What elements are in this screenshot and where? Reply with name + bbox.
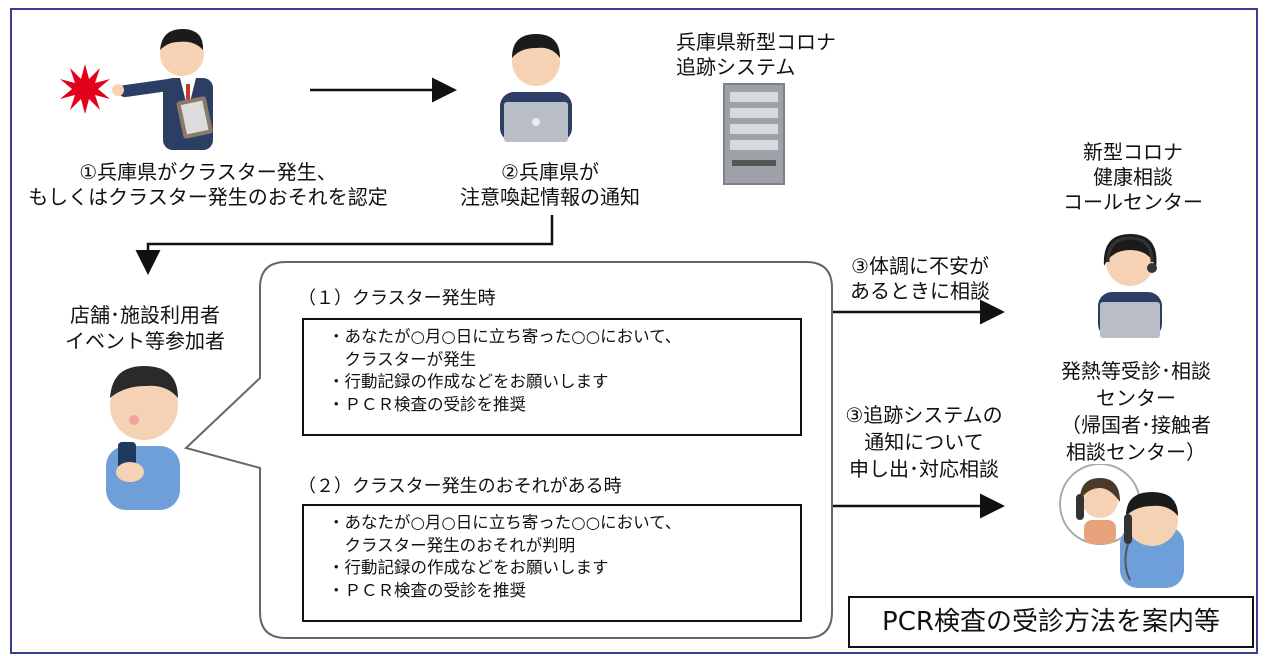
step1-label: ①兵庫県がクラスター発生、 もしくはクラスター発生のおそれを認定 (28, 160, 388, 209)
case2-line: ・ＰＣＲ検査の受診を推奨 (328, 580, 526, 600)
arrow-step2-to-users (135, 215, 554, 275)
case2-line: ・あなたが○月○日に立ち寄った○○において、 (328, 513, 682, 532)
official-with-clipboard-icon (112, 28, 213, 150)
case2-message-box: ・あなたが○月○日に立ち寄った○○において、 クラスター発生のおそれが判明 ・行… (302, 504, 802, 622)
server-rack-icon (723, 83, 785, 185)
users-label: 店舗･施設利用者 イベント等参加者 (65, 303, 225, 353)
case1-message-box: ・あなたが○月○日に立ち寄った○○において、 クラスターが発生 ・行動記録の作成… (302, 318, 802, 436)
smartphone-user-icon (106, 366, 180, 510)
phone-call-icon (1059, 464, 1184, 588)
pcr-guidance-box: PCR検査の受診方法を案内等 (848, 596, 1254, 648)
case1-line: クラスターが発生 (328, 349, 477, 369)
red-starburst-icon (60, 64, 110, 114)
case1-line: ・行動記録の作成などをお願いします (328, 372, 609, 391)
fever-center-label: 発熱等受診･相談 センター （帰国者･接触者 相談センター） (1061, 359, 1211, 464)
system-label: 兵庫県新型コロナ 追跡システム (676, 30, 836, 79)
case1-heading: （１）クラスター発生時 (298, 288, 496, 309)
callcenter-label: 新型コロナ 健康相談 コールセンター (1063, 140, 1203, 214)
headset-operator-icon (1098, 234, 1162, 338)
case1-line: ・あなたが○月○日に立ち寄った○○において、 (328, 327, 682, 346)
case2-line: ・行動記録の作成などをお願いします (328, 558, 609, 577)
step2-label: ②兵庫県が 注意喚起情報の通知 (460, 160, 640, 209)
case2-line: クラスター発生のおそれが判明 (328, 535, 576, 555)
arrow3b-label: ③追跡システムの 通知について 申し出･対応相談 (845, 403, 1003, 481)
case2-heading: （２）クラスター発生のおそれがある時 (298, 476, 622, 497)
case1-line: ・ＰＣＲ検査の受診を推奨 (328, 394, 526, 414)
arrow3a-label: ③体調に不安が あるときに相談 (850, 254, 990, 303)
laptop-worker-icon (500, 34, 572, 142)
